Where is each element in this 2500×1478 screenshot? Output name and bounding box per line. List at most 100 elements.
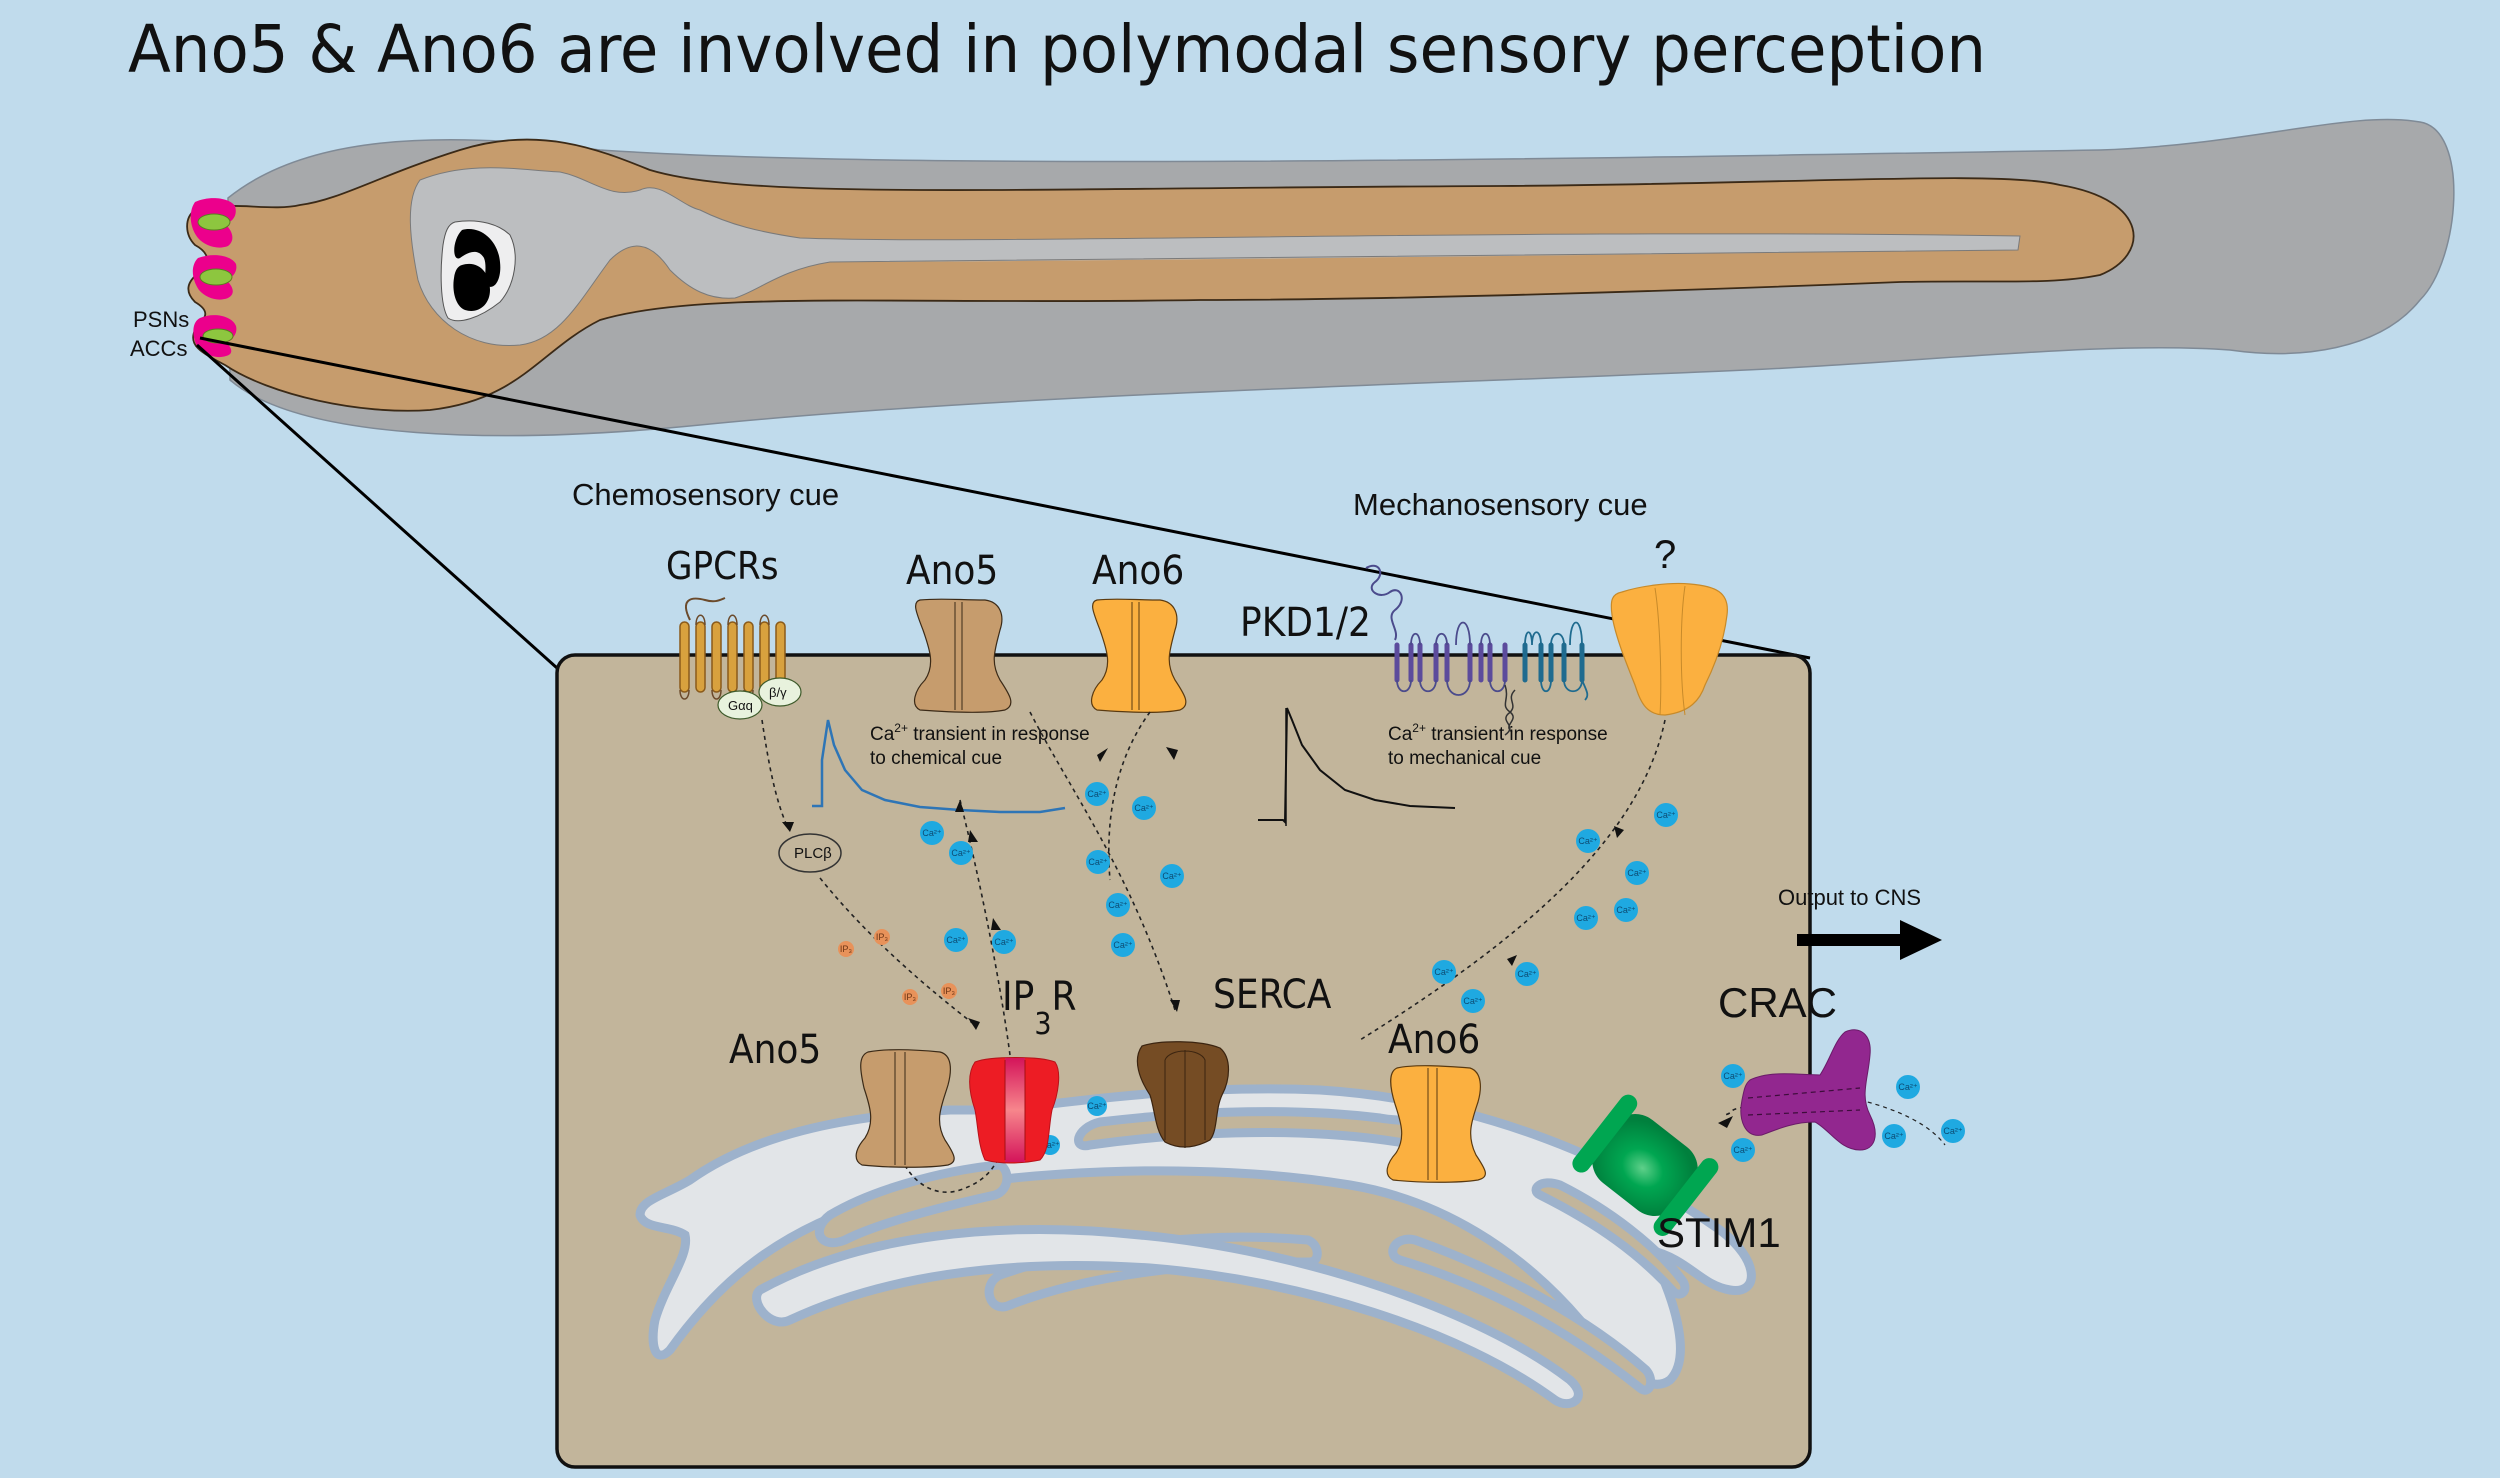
calcium-ion-label: Ca²⁺ — [1517, 969, 1537, 979]
calcium-ion-label: Ca²⁺ — [994, 937, 1014, 947]
calcium-ion: Ca²⁺ — [1941, 1119, 1965, 1143]
output-arrow — [1797, 920, 1942, 960]
calcium-ion-label: Ca²⁺ — [1884, 1131, 1904, 1141]
ca-rest: transient in response — [908, 724, 1090, 745]
calcium-ion: Ca²⁺ — [1461, 989, 1485, 1013]
ca-text: Ca — [870, 724, 895, 745]
neuromast-1 — [190, 198, 236, 248]
calcium-ion: Ca²⁺ — [1087, 1096, 1107, 1116]
g-beta-gamma-label: β/γ — [769, 685, 787, 700]
ca-text: Ca — [1388, 724, 1413, 745]
ip3-molecule: IP₃ — [902, 989, 918, 1005]
serca-label: SERCA — [1213, 972, 1332, 1018]
calcium-ion-label: Ca²⁺ — [946, 935, 966, 945]
ip3-molecule: IP₃ — [941, 983, 957, 999]
mechanical-calcium-trace — [1258, 707, 1456, 825]
ip3r-label-sub: 3 — [1034, 1007, 1051, 1042]
pkd1-2-label: PKD1/2 — [1240, 600, 1371, 646]
calcium-ion-label: Ca²⁺ — [1088, 857, 1108, 867]
calcium-ion: Ca²⁺ — [1432, 960, 1456, 984]
calcium-ion: Ca²⁺ — [1086, 850, 1110, 874]
calcium-ion: Ca²⁺ — [1515, 962, 1539, 986]
chemical-calcium-trace — [812, 719, 1066, 814]
chemical-transient-label-line2: to chemical cue — [870, 748, 1002, 769]
gpcr-receptor — [679, 597, 786, 700]
calcium-ion-label: Ca²⁺ — [1733, 1145, 1753, 1155]
ip3-label: IP₃ — [840, 944, 853, 954]
calcium-ion-label: Ca²⁺ — [1943, 1126, 1963, 1136]
ano6-er-label: Ano6 — [1388, 1017, 1480, 1063]
ano5-er-label: Ano5 — [729, 1027, 821, 1073]
unknown-channel-label: ? — [1654, 533, 1676, 577]
calcium-ion-label: Ca²⁺ — [1087, 789, 1107, 799]
ca-superscript: 2+ — [894, 721, 908, 735]
calcium-ion-label: Ca²⁺ — [1113, 940, 1133, 950]
ip3-receptor — [969, 1057, 1060, 1164]
g-alpha-q-label: Gαq — [728, 698, 753, 713]
chemosensory-cue-label: Chemosensory cue — [572, 477, 839, 512]
g-alpha-q-subunit — [717, 690, 763, 720]
calcium-ion-label: Ca²⁺ — [1087, 1101, 1107, 1111]
calcium-ion: Ca²⁺ — [1625, 861, 1649, 885]
calcium-ion: Ca²⁺ — [1085, 782, 1109, 806]
calcium-ion-label: Ca²⁺ — [1723, 1071, 1743, 1081]
ano5-plasma-membrane-channel — [913, 598, 1012, 713]
calcium-ion-label: Ca²⁺ — [1898, 1082, 1918, 1092]
larva-eye-pupil-bottom — [453, 263, 490, 311]
calcium-ion: Ca²⁺ — [992, 930, 1016, 954]
zoom-line-lower — [195, 343, 559, 670]
figure-title: Ano5 & Ano6 are involved in polymodal se… — [128, 11, 1986, 88]
calcium-ion-label: Ca²⁺ — [1578, 836, 1598, 846]
calcium-ion-label: Ca²⁺ — [1576, 913, 1596, 923]
g-beta-gamma-subunit — [758, 677, 802, 707]
mechanical-transient-label: Ca2+ transient in response — [1388, 721, 1608, 745]
calcium-ion-label: Ca²⁺ — [951, 848, 971, 858]
calcium-ion-label: Ca²⁺ — [1134, 803, 1154, 813]
ip3r-label: IP3R — [1002, 974, 1076, 1042]
calcium-ion-label: Ca²⁺ — [1040, 1140, 1060, 1150]
calcium-ion-label: Ca²⁺ — [1463, 996, 1483, 1006]
larva-eye-pupil-top — [454, 229, 501, 287]
ip3-molecule: IP₃ — [874, 929, 890, 945]
label-accs: ACCs — [130, 336, 187, 361]
ca-superscript: 2+ — [1412, 721, 1426, 735]
plc-beta-label: PLCβ — [794, 845, 832, 862]
ca-rest: transient in response — [1426, 724, 1608, 745]
mechanosensory-cue-label: Mechanosensory cue — [1353, 487, 1648, 522]
calcium-ion: Ca²⁺ — [1111, 933, 1135, 957]
calcium-ion-label: Ca²⁺ — [1434, 967, 1454, 977]
calcium-ion-label: Ca²⁺ — [1162, 871, 1182, 881]
gpcrs-label: GPCRs — [666, 544, 779, 588]
calcium-ion: Ca²⁺ — [949, 841, 973, 865]
unknown-mechanosensory-channel — [1610, 582, 1728, 716]
calcium-ion: Ca²⁺ — [944, 928, 968, 952]
calcium-ion-label: Ca²⁺ — [1627, 868, 1647, 878]
calcium-ion: Ca²⁺ — [1896, 1075, 1920, 1099]
mechanical-transient-label-line2: to mechanical cue — [1388, 748, 1541, 769]
calcium-ion: Ca²⁺ — [1654, 803, 1678, 827]
ano6-er-channel — [1386, 1065, 1486, 1183]
neuromast-2 — [192, 255, 237, 300]
calcium-ion-label: Ca²⁺ — [1108, 900, 1128, 910]
calcium-ion: Ca²⁺ — [1160, 864, 1184, 888]
output-to-cns-label: Output to CNS — [1778, 885, 1921, 910]
ano6-plasma-membrane-label: Ano6 — [1092, 548, 1184, 594]
stim1-protein — [1572, 1094, 1719, 1236]
zoom-line-upper — [199, 336, 1811, 660]
ip3r-label-main: IP — [1002, 974, 1034, 1020]
calcium-ion: Ca²⁺ — [920, 821, 944, 845]
ip3-label: IP₃ — [943, 986, 956, 996]
calcium-ion-label: Ca²⁺ — [1656, 810, 1676, 820]
chemical-transient-label: Ca2+ transient in response — [870, 721, 1090, 745]
serca-pump — [1136, 1041, 1230, 1148]
ip3-molecule: IP₃ — [838, 941, 854, 957]
stim1-label: STIM1 — [1657, 1209, 1781, 1256]
calcium-ion: Ca²⁺ — [1731, 1138, 1755, 1162]
label-psns: PSNs — [133, 307, 189, 332]
calcium-ion: Ca²⁺ — [1614, 898, 1638, 922]
zebrafish-larva: PSNs ACCs — [130, 118, 2455, 437]
calcium-ion: Ca²⁺ — [1576, 829, 1600, 853]
calcium-ion-label: Ca²⁺ — [1616, 905, 1636, 915]
ano6-plasma-membrane-channel — [1090, 598, 1187, 713]
